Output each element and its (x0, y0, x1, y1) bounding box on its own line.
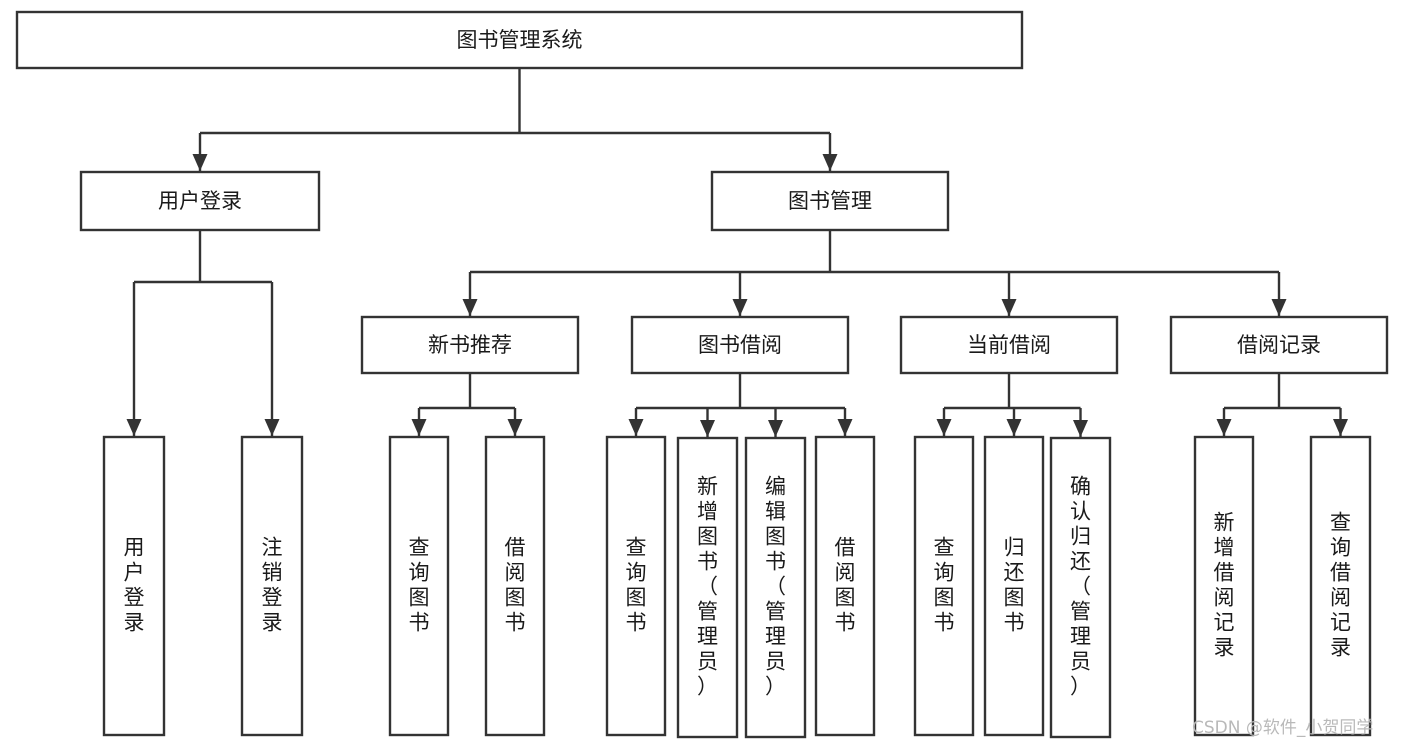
node-leaf-query-book-2-box[interactable] (605, 435, 667, 737)
node-leaf-user-login[interactable]: 用户登录 (102, 435, 166, 737)
node-book-borrow[interactable]: 图书借阅 (630, 315, 850, 375)
node-user-login[interactable]: 用户登录 (79, 170, 321, 232)
current-borrow-to-leaves-arrow-1 (1006, 419, 1022, 436)
node-leaf-add-book-admin-box[interactable] (676, 436, 739, 739)
current-borrow-to-leaves-arrow-0 (936, 419, 952, 436)
node-current-borrow-label: 当前借阅 (967, 333, 1051, 357)
node-borrow-record-label: 借阅记录 (1237, 333, 1321, 357)
node-leaf-add-book-admin[interactable]: 新增图书（管理员） (676, 436, 739, 739)
root-to-level1-arrow-1 (822, 154, 838, 171)
book-manage-to-level2-arrow-2 (1001, 299, 1017, 316)
node-leaf-borrow-book-1-box[interactable] (484, 435, 546, 737)
user-login-to-leaves-arrow-0 (126, 419, 142, 436)
node-leaf-query-book-3-box[interactable] (913, 435, 975, 737)
node-new-book-recommend[interactable]: 新书推荐 (360, 315, 580, 375)
nodes-layer: 图书管理系统用户登录图书管理新书推荐图书借阅当前借阅借阅记录用户登录注销登录查询… (15, 10, 1389, 739)
node-leaf-query-book-1-label: 查询图书 (409, 536, 430, 635)
node-book-borrow-label: 图书借阅 (698, 333, 782, 357)
node-new-book-recommend-label: 新书推荐 (428, 333, 512, 357)
csdn-watermark: CSDN @软件_小贺同学 (1192, 718, 1374, 738)
node-borrow-record[interactable]: 借阅记录 (1169, 315, 1389, 375)
connectors-layer (126, 68, 1348, 437)
node-leaf-confirm-return-admin-box[interactable] (1049, 436, 1112, 739)
node-leaf-borrow-book-2-label: 借阅图书 (835, 536, 856, 635)
node-leaf-add-borrow-record[interactable]: 新增借阅记录 (1193, 435, 1255, 737)
node-borrow-record-box[interactable] (1169, 315, 1389, 375)
node-leaf-query-book-2-label: 查询图书 (626, 536, 647, 635)
node-leaf-query-borrow-record[interactable]: 查询借阅记录 (1309, 435, 1372, 737)
current-borrow-to-leaves-arrow-2 (1073, 420, 1088, 437)
node-leaf-add-book-admin-label: 新增图书（管理员） (697, 475, 718, 699)
node-leaf-user-login-label: 用户登录 (124, 536, 145, 635)
node-leaf-edit-book-admin-box[interactable] (744, 436, 807, 739)
node-root-system[interactable]: 图书管理系统 (15, 10, 1024, 70)
new-book-recommend-to-leaves-arrow-1 (507, 419, 523, 436)
node-user-login-box[interactable] (79, 170, 321, 232)
borrow-record-to-leaves-arrow-1 (1333, 419, 1348, 436)
node-root-system-box[interactable] (15, 10, 1024, 70)
node-leaf-add-borrow-record-label: 新增借阅记录 (1214, 511, 1235, 660)
node-leaf-logout[interactable]: 注销登录 (240, 435, 304, 737)
node-leaf-confirm-return-admin[interactable]: 确认归还（管理员） (1049, 436, 1112, 739)
node-leaf-edit-book-admin-label: 编辑图书（管理员） (765, 475, 786, 699)
borrow-record-to-leaves-arrow-0 (1216, 419, 1232, 436)
node-leaf-borrow-book-2-box[interactable] (814, 435, 876, 737)
node-book-manage[interactable]: 图书管理 (710, 170, 950, 232)
book-borrow-to-leaves-arrow-3 (837, 419, 853, 436)
node-leaf-borrow-book-1[interactable]: 借阅图书 (484, 435, 546, 737)
node-leaf-return-book-box[interactable] (983, 435, 1045, 737)
book-manage-to-level2-arrow-3 (1271, 299, 1287, 316)
user-login-to-leaves-arrow-1 (264, 419, 280, 436)
node-leaf-edit-book-admin[interactable]: 编辑图书（管理员） (744, 436, 807, 739)
node-leaf-return-book-label: 归还图书 (1004, 536, 1025, 635)
node-new-book-recommend-box[interactable] (360, 315, 580, 375)
node-leaf-query-book-3-label: 查询图书 (934, 536, 955, 635)
node-current-borrow[interactable]: 当前借阅 (899, 315, 1119, 375)
node-leaf-query-book-3[interactable]: 查询图书 (913, 435, 975, 737)
node-leaf-borrow-book-2[interactable]: 借阅图书 (814, 435, 876, 737)
node-leaf-query-borrow-record-box[interactable] (1309, 435, 1372, 737)
node-leaf-query-borrow-record-label: 查询借阅记录 (1330, 511, 1351, 660)
node-current-borrow-box[interactable] (899, 315, 1119, 375)
node-leaf-add-borrow-record-box[interactable] (1193, 435, 1255, 737)
book-borrow-to-leaves-arrow-0 (628, 419, 644, 436)
node-leaf-query-book-1[interactable]: 查询图书 (388, 435, 450, 737)
node-leaf-return-book[interactable]: 归还图书 (983, 435, 1045, 737)
book-manage-to-level2-arrow-0 (462, 299, 478, 316)
node-book-borrow-box[interactable] (630, 315, 850, 375)
node-leaf-query-book-1-box[interactable] (388, 435, 450, 737)
node-leaf-logout-box[interactable] (240, 435, 304, 737)
node-root-system-label: 图书管理系统 (457, 28, 583, 52)
node-leaf-user-login-box[interactable] (102, 435, 166, 737)
node-book-manage-box[interactable] (710, 170, 950, 232)
node-book-manage-label: 图书管理 (788, 189, 872, 213)
node-leaf-query-book-2[interactable]: 查询图书 (605, 435, 667, 737)
node-user-login-label: 用户登录 (158, 189, 242, 213)
node-leaf-logout-label: 注销登录 (262, 536, 283, 635)
new-book-recommend-to-leaves-arrow-0 (411, 419, 427, 436)
root-to-level1-arrow-0 (192, 154, 208, 171)
book-borrow-to-leaves-arrow-2 (768, 420, 783, 437)
book-borrow-to-leaves-arrow-1 (700, 420, 715, 437)
node-leaf-borrow-book-1-label: 借阅图书 (505, 536, 526, 635)
node-leaf-confirm-return-admin-label: 确认归还（管理员） (1070, 475, 1091, 699)
book-manage-to-level2-arrow-1 (732, 299, 748, 316)
